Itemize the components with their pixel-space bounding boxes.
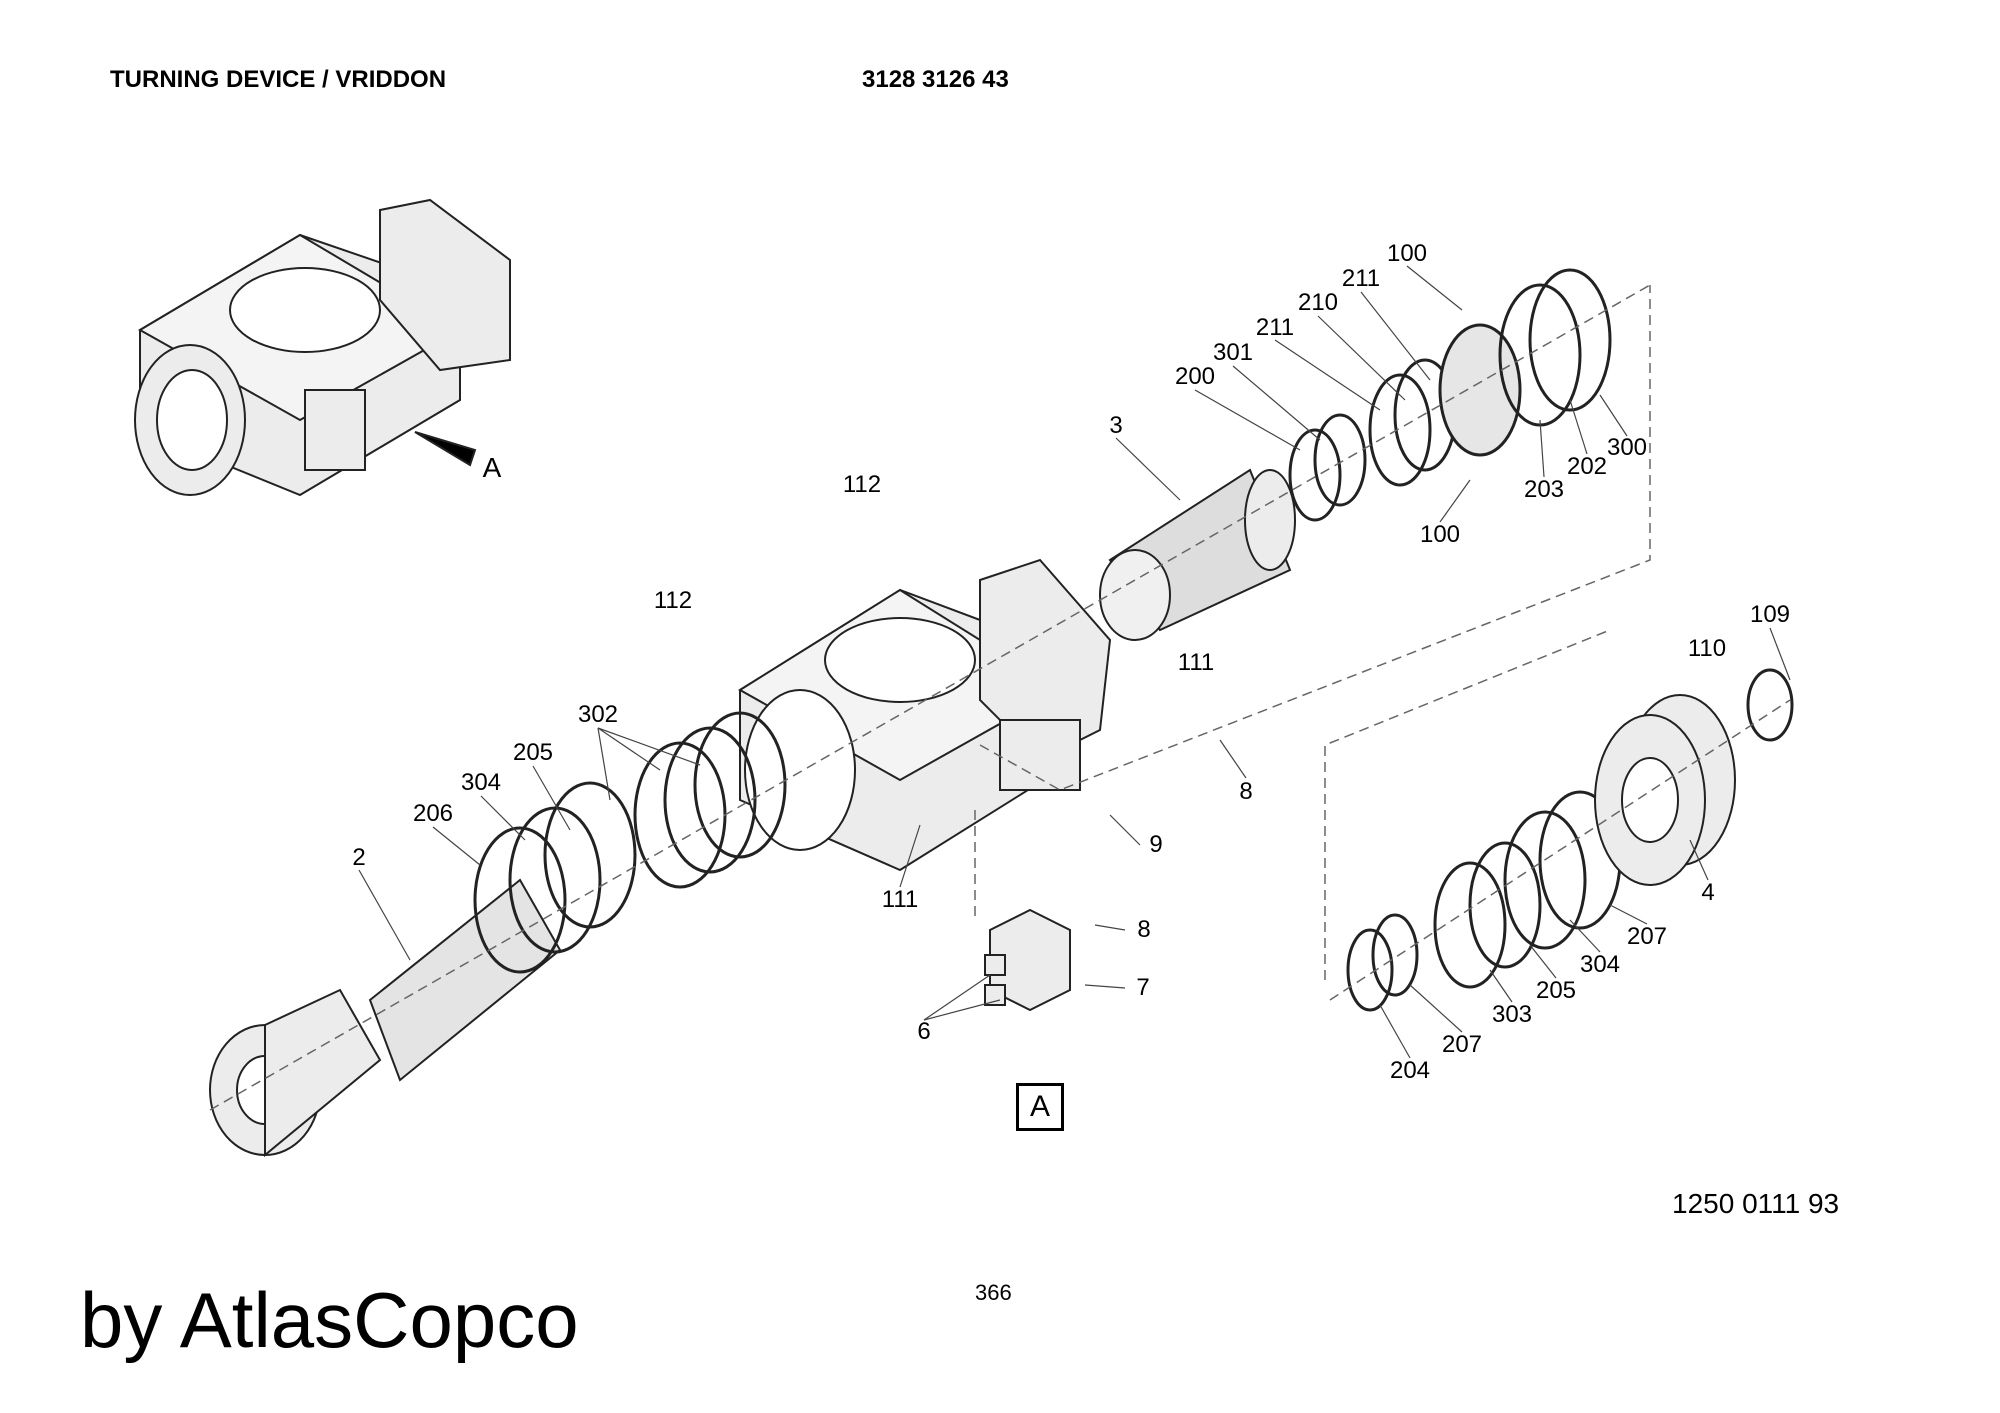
valve-block [984,908,1071,1012]
callout-2: 2 [352,844,366,871]
callout-203: 203 [1523,476,1565,503]
callout-304: 304 [1579,951,1621,978]
callout-4: 4 [1701,879,1715,906]
callout-211: 211 [1341,265,1381,292]
callout-111: 111 [1177,649,1215,676]
detail-view-a-box: A [1016,1083,1064,1131]
document-title: TURNING DEVICE / VRIDDON [110,66,447,93]
drive-shaft [209,878,562,1158]
callout-8: 8 [1137,916,1151,943]
callout-211: 211 [1255,314,1295,341]
main-housing [738,558,1112,872]
callout-303: 303 [1491,1001,1533,1028]
drawing-number: 1250 0111 93 [1672,1188,1840,1219]
callout-8: 8 [1239,778,1253,805]
splined-sleeve [1099,468,1296,641]
callout-112: 112 [653,587,693,614]
callout-109: 109 [1749,601,1791,628]
seal-rings [473,268,1794,1012]
callout-301: 301 [1212,339,1254,366]
callout-204: 204 [1389,1057,1431,1084]
callout-205: 205 [1535,977,1577,1004]
callout-205: 205 [512,739,554,766]
page-number: 366 [975,1280,1012,1305]
callout-202: 202 [1566,453,1608,480]
callout-207: 207 [1626,923,1668,950]
callout-207: 207 [1441,1031,1483,1058]
callout-110: 110 [1687,635,1727,662]
center-lines [209,284,1791,1111]
callout-300: 300 [1606,434,1648,461]
callout-210: 210 [1297,289,1339,316]
callout-200: 200 [1174,363,1216,390]
brand-watermark: by AtlasCopco [80,1276,579,1364]
callout-100: 100 [1419,521,1461,548]
view-a-label: A [482,452,502,483]
callout-302: 302 [577,701,619,728]
leader-lines [358,265,1791,1059]
overview-assembly [134,198,511,497]
callout-3: 3 [1109,412,1123,439]
callout-100: 100 [1386,240,1428,267]
part-number: 3128 3126 43 [862,66,1009,93]
callout-9: 9 [1149,831,1163,858]
end-cover [1594,694,1736,886]
callout-112: 112 [842,471,882,498]
callout-6: 6 [917,1018,931,1045]
callout-7: 7 [1136,974,1150,1001]
callout-206: 206 [412,800,454,827]
callout-111: 111 [881,886,919,913]
callout-304: 304 [460,769,502,796]
